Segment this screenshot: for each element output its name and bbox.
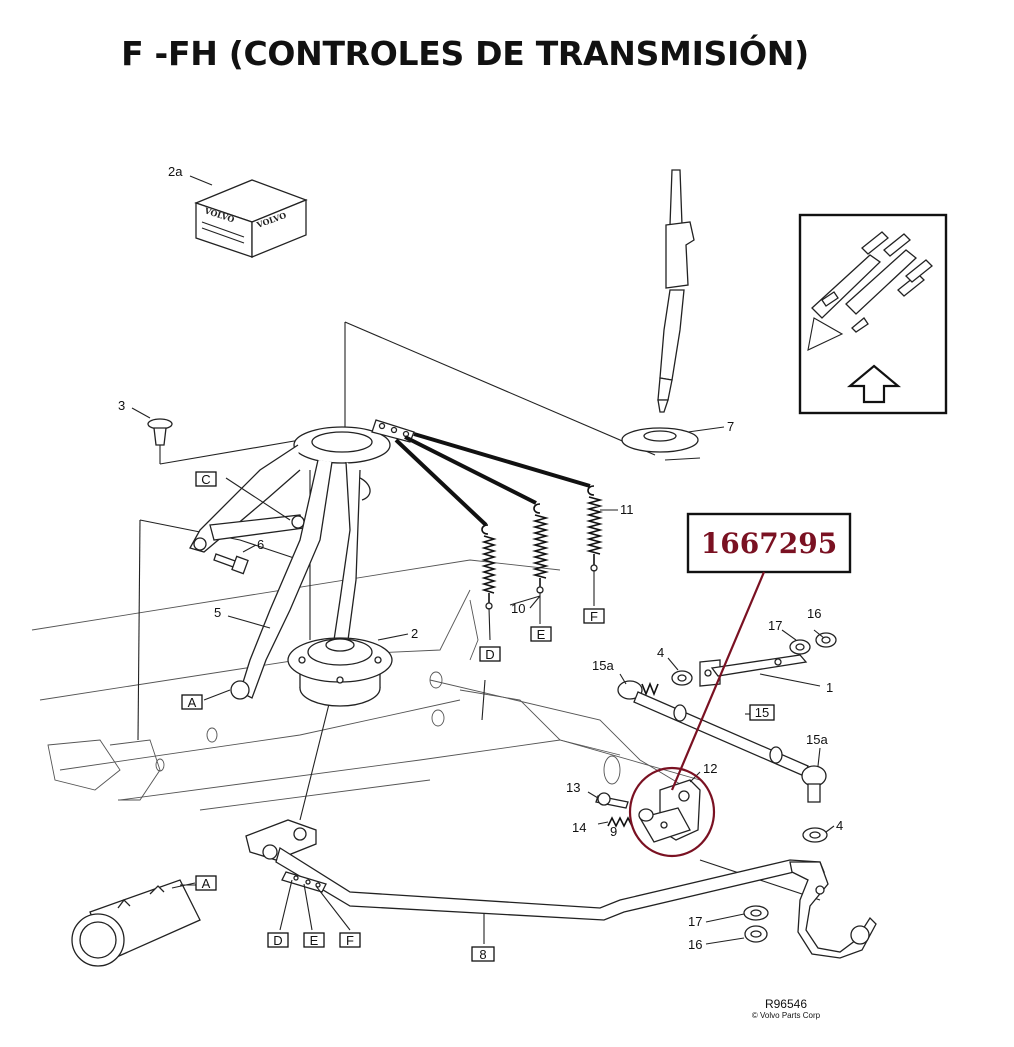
box-label-f-lower: F (346, 933, 354, 948)
bracket-1 (699, 654, 808, 687)
spring-e (531, 503, 550, 594)
box-label-e-upper: E (537, 627, 546, 642)
shift-pattern-inset (798, 213, 948, 415)
label-7: 7 (727, 419, 734, 434)
part-labels: 2a 3 6 5 2 7 10 11 16 17 15a 4 1 15a 12 … (118, 164, 843, 952)
page-title: F -FH (CONTROLES DE TRANSMISIÓN) (121, 34, 809, 73)
box-label-c: C (201, 472, 210, 487)
label-6: 6 (257, 537, 264, 552)
label-15a-left: 15a (592, 658, 614, 673)
housing-2 (287, 637, 393, 707)
copyright-text: © Volvo Parts Corp (752, 1011, 821, 1020)
spring-d (481, 524, 497, 610)
nut-9 (638, 808, 654, 822)
label-16-top: 16 (807, 606, 821, 621)
label-3: 3 (118, 398, 125, 413)
bolt-3 (147, 418, 173, 464)
label-9: 9 (610, 824, 617, 839)
part-number-label: 1667295 (701, 527, 837, 560)
leader-lines (131, 175, 835, 945)
bracket-12 (639, 779, 701, 843)
label-11: 11 (620, 502, 634, 517)
boxed-labels: C A D E F 15 A D E F 8 (181, 471, 775, 962)
box-label-a-upper: A (188, 695, 197, 710)
label-16-bottom: 16 (688, 937, 702, 952)
label-17-top: 17 (768, 618, 782, 633)
spring-wires (394, 432, 591, 527)
shift-pattern-icon (807, 231, 933, 351)
label-4-bottom: 4 (836, 818, 843, 833)
label-1: 1 (826, 680, 833, 695)
label-2: 2 (411, 626, 418, 641)
label-4-top: 4 (657, 645, 664, 660)
box-label-15: 15 (755, 705, 769, 720)
servo-cylinder (71, 879, 201, 967)
box-label-8: 8 (479, 947, 486, 962)
washer-4-bottom (802, 827, 828, 843)
box-label-d-lower: D (273, 933, 282, 948)
label-12: 12 (703, 761, 717, 776)
washer-17-top (789, 639, 811, 655)
volvo-oil-box: VOLVO VOLVO (194, 179, 308, 258)
box-label-a-lower: A (202, 876, 211, 891)
screw-14 (607, 816, 633, 828)
label-17-bottom: 17 (688, 914, 702, 929)
label-14: 14 (572, 820, 586, 835)
label-13: 13 (566, 780, 580, 795)
bolt-13 (595, 792, 629, 809)
gear-lever (621, 169, 699, 453)
shift-bracket-5 (189, 419, 415, 700)
washer-17-bottom (743, 905, 769, 921)
shift-rod-8 (245, 819, 877, 959)
label-15a-right: 15a (806, 732, 828, 747)
label-2a: 2a (168, 164, 183, 179)
connector-lines (137, 321, 821, 901)
bolt-6 (213, 553, 249, 575)
nut-16-top (815, 632, 837, 648)
part-number-callout: 1667295 (628, 512, 852, 858)
washer-4-top (671, 670, 693, 686)
spring-f (585, 485, 604, 572)
reference-code: R96546 (765, 997, 807, 1011)
box-label-e-lower: E (310, 933, 319, 948)
nut-16-bottom (744, 925, 768, 943)
box-label-f-upper: F (590, 609, 598, 624)
rod-15 (617, 680, 827, 803)
label-5: 5 (214, 605, 221, 620)
box-label-d-upper: D (485, 647, 494, 662)
label-10: 10 (511, 601, 525, 616)
up-arrow-icon (846, 364, 902, 404)
